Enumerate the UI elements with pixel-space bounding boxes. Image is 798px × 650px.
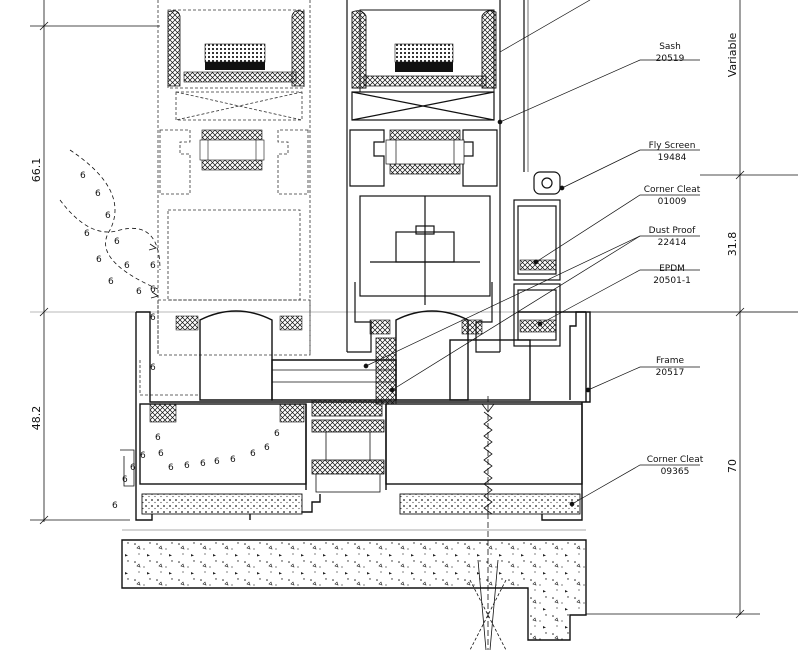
svg-text:6: 6 xyxy=(136,287,142,297)
corner-cleat-upper-2 xyxy=(279,403,305,423)
svg-text:6: 6 xyxy=(168,463,174,473)
epdm-gasket xyxy=(519,319,557,333)
drain-bracket xyxy=(120,449,135,487)
ghost-glass xyxy=(167,9,305,331)
leader-lines xyxy=(363,0,700,507)
label-dust-proof-code: 22414 xyxy=(658,238,687,248)
svg-text:6: 6 xyxy=(274,429,280,439)
dimension-right-mid: 31.8 xyxy=(726,232,739,257)
svg-text:6: 6 xyxy=(150,363,156,373)
svg-text:6: 6 xyxy=(184,461,190,471)
svg-text:6: 6 xyxy=(124,261,130,271)
corner-cleat-lower-right xyxy=(399,493,581,515)
svg-text:6: 6 xyxy=(214,457,220,467)
right-dimension-lines xyxy=(560,0,798,619)
svg-text:6: 6 xyxy=(140,451,146,461)
label-epdm-code: 20501-1 xyxy=(653,276,691,286)
sash-glazing xyxy=(351,9,497,335)
svg-text:6: 6 xyxy=(230,455,236,465)
label-sash-name: Sash xyxy=(659,42,681,52)
label-corner-cleat-2-name: Corner Cleat xyxy=(647,455,704,465)
label-frame-code: 20517 xyxy=(656,368,685,378)
svg-text:6: 6 xyxy=(95,189,101,199)
svg-text:6: 6 xyxy=(108,277,114,287)
svg-text:6: 6 xyxy=(112,501,118,511)
dimension-left-top: 66.1 xyxy=(30,158,43,183)
label-dust-proof-name: Dust Proof xyxy=(649,226,696,236)
label-corner-cleat-2-code: 09365 xyxy=(661,467,690,477)
svg-text:6: 6 xyxy=(130,463,136,473)
label-fly-screen-name: Fly Screen xyxy=(649,141,696,151)
thermal-break-lower xyxy=(311,419,385,493)
svg-text:6: 6 xyxy=(114,237,120,247)
corner-cleat-lower-left xyxy=(141,493,303,515)
svg-text:6: 6 xyxy=(122,475,128,485)
dust-proof-seal xyxy=(375,337,397,405)
svg-text:6: 6 xyxy=(150,313,156,323)
svg-text:6: 6 xyxy=(155,433,161,443)
label-frame-name: Frame xyxy=(656,356,685,366)
concrete-sill xyxy=(121,539,587,641)
svg-text:6: 6 xyxy=(250,449,256,459)
svg-text:6: 6 xyxy=(150,261,156,271)
svg-text:6: 6 xyxy=(200,459,206,469)
svg-text:6: 6 xyxy=(80,171,86,181)
sash-profile xyxy=(346,0,501,353)
fly-screen-profile xyxy=(513,0,561,347)
label-fly-screen-code: 19484 xyxy=(658,153,687,163)
svg-text:6: 6 xyxy=(84,229,90,239)
dimension-left-bottom: 48.2 xyxy=(30,406,43,431)
water-flow-indicator xyxy=(59,149,161,299)
dimension-right-variable: Variable xyxy=(726,33,739,78)
svg-text:6: 6 xyxy=(158,449,164,459)
label-sash-code: 20519 xyxy=(656,54,685,64)
label-epdm-name: EPDM xyxy=(659,264,685,274)
dimension-right-bottom: 70 xyxy=(726,459,739,473)
svg-text:6: 6 xyxy=(105,211,111,221)
corner-cleat-upper xyxy=(149,403,177,423)
svg-text:6: 6 xyxy=(150,285,156,295)
label-corner-cleat-1-code: 01009 xyxy=(658,197,687,207)
anchor-screw xyxy=(469,396,507,650)
svg-text:6: 6 xyxy=(264,443,270,453)
fly-screen-mesh xyxy=(519,259,557,271)
svg-text:6: 6 xyxy=(96,255,102,265)
label-corner-cleat-1-name: Corner Cleat xyxy=(644,185,701,195)
thermal-break xyxy=(311,399,383,417)
